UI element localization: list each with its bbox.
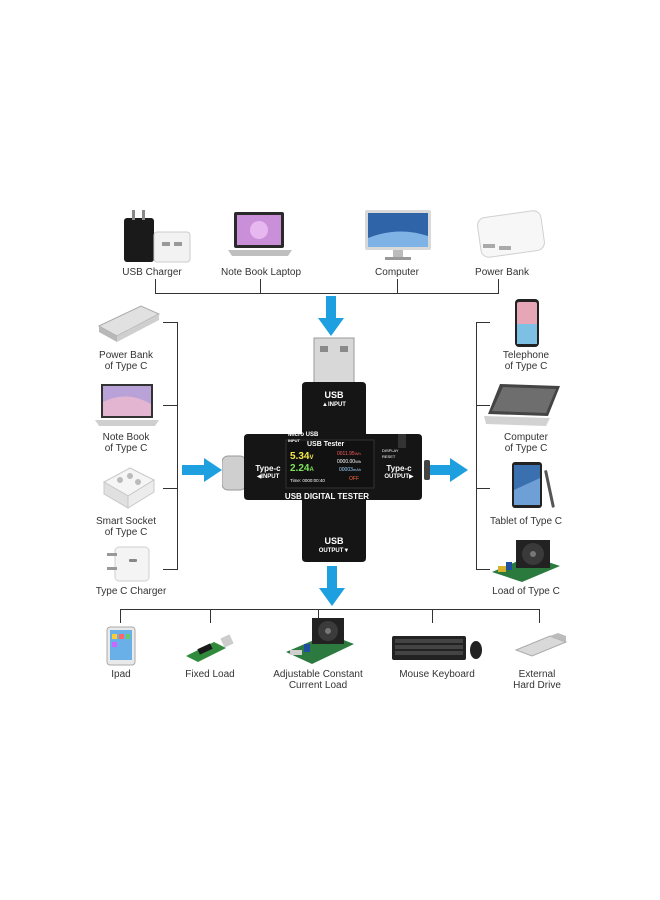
telephone-type-c-image (514, 298, 540, 348)
display-reset-label: DISPLAY RESET (382, 448, 399, 459)
brand-label: USB DIGITAL TESTER (284, 492, 370, 501)
power-bank-type-c-image (97, 298, 161, 346)
tester-screen: USB Tester 5.34V 2.24A Time: 0000:00:40 … (287, 441, 373, 487)
arrow-right-icon (426, 458, 468, 482)
energy-readout: 0011.95Wh (337, 451, 361, 457)
connector-line (260, 279, 261, 293)
mouse-keyboard-image (390, 632, 484, 664)
load-type-c-image (490, 536, 562, 584)
external-hard-drive-image (512, 630, 568, 660)
fixed-load-image (184, 632, 236, 666)
connector-line (476, 405, 490, 406)
right-type-c-port-label: Type-c OUTPUT▶ (384, 464, 414, 480)
right-device-label: Load of Type C (492, 586, 560, 597)
connector-line (177, 322, 178, 570)
connector-line (120, 609, 121, 623)
adjustable-load-image (284, 614, 356, 668)
connector-line (155, 279, 156, 293)
ipad-image (106, 626, 136, 666)
connector-line (397, 279, 398, 293)
connector-line (210, 609, 211, 623)
connector-line (476, 569, 490, 570)
screen-title: USB Tester (307, 441, 345, 448)
usb-charger-image (118, 208, 196, 264)
connector-line (318, 609, 319, 623)
power-bank-image (473, 208, 549, 262)
connector-line (539, 609, 540, 623)
right-device-label: Tablet of Type C (489, 516, 563, 527)
connector-line (476, 488, 490, 489)
arrow-down-icon (319, 566, 345, 606)
connector-line (498, 279, 499, 293)
connector-line (163, 488, 178, 489)
connector-line (432, 609, 433, 623)
bottom-device-label: Mouse Keyboard (399, 669, 475, 680)
connector-line (163, 322, 178, 323)
top-device-label: Computer (375, 267, 419, 278)
current-readout: 2.24A (290, 463, 314, 474)
connector-line (163, 405, 178, 406)
left-device-label: Type C Charger (95, 586, 167, 597)
smart-socket-image (100, 462, 158, 512)
energy2-readout: 0000.00Wh (337, 459, 362, 465)
top-device-label: Power Bank (475, 267, 529, 278)
top-device-label: Note Book Laptop (221, 267, 302, 278)
time-readout: Time: 0000:00:40 (290, 478, 325, 483)
arrow-down-icon (318, 296, 344, 336)
connector-line (476, 322, 477, 570)
usb-digital-tester: USB ▲INPUT Type-c ◀INPUT Type-c OUTPUT▶ … (222, 336, 432, 566)
connector-line (120, 609, 540, 610)
notebook-laptop-image (228, 210, 292, 260)
state-readout: OFF (349, 476, 359, 482)
bottom-device-label: Ipad (111, 669, 131, 680)
micro-usb-label: Micro USB INPUT (288, 432, 319, 443)
bottom-usb-port-label: USB OUTPUT▼ (318, 536, 350, 554)
connector-line (476, 322, 490, 323)
computer-type-c-image (484, 382, 564, 428)
tablet-type-c-image (510, 460, 556, 512)
type-c-charger-image (105, 543, 155, 585)
connector-line (163, 569, 178, 570)
computer-image (363, 208, 433, 262)
arrow-right-icon (182, 458, 222, 482)
capacity-readout: 00003mAh (339, 467, 362, 473)
connector-line (155, 293, 499, 294)
notebook-type-c-image (95, 382, 159, 430)
left-type-c-port-label: Type-c ◀INPUT (255, 464, 281, 480)
top-device-label: USB Charger (122, 267, 182, 278)
top-usb-port-label: USB ▲INPUT (322, 390, 346, 408)
voltage-readout: 5.34V (290, 451, 314, 462)
bottom-device-label: Fixed Load (185, 669, 235, 680)
